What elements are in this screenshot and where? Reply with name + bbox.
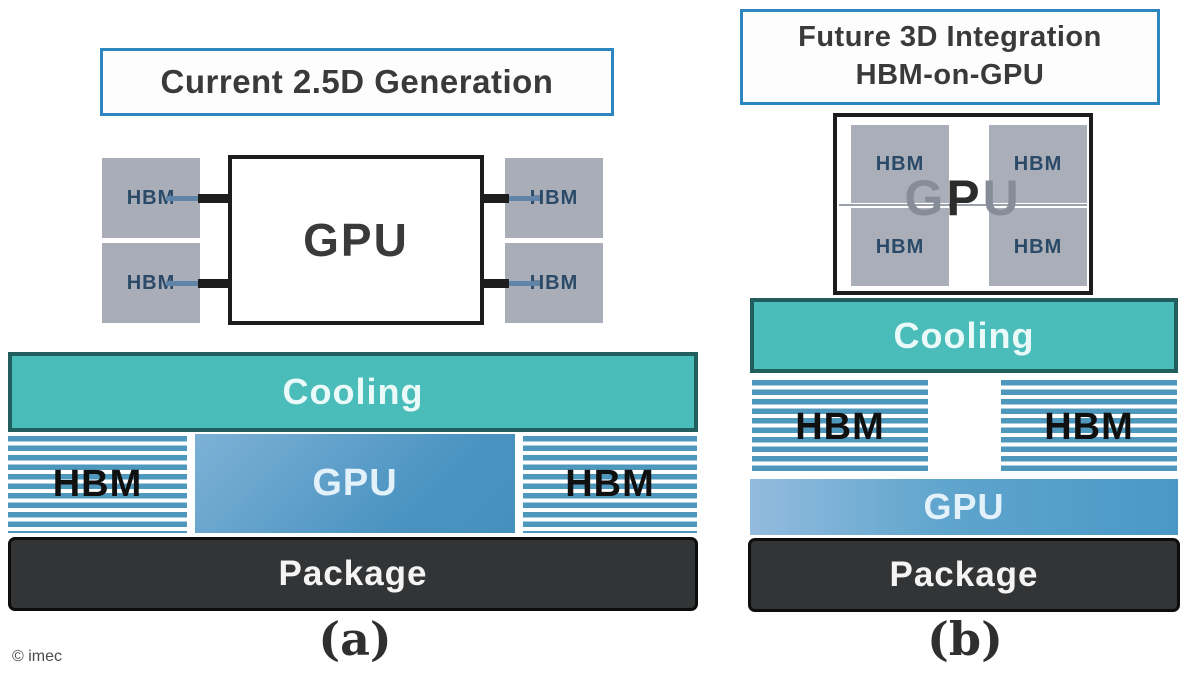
gpu-label: GPU — [303, 214, 409, 266]
hbm-gpu-link-line — [500, 196, 540, 201]
hbm-die-bottom-left-b: HBM — [851, 208, 949, 286]
hbm-label: HBM — [875, 152, 925, 175]
gpu-die-top-view-b: HBM HBM HBM HBM GPU — [833, 113, 1093, 295]
cooling-label: Cooling — [893, 314, 1035, 356]
hbm-label: HBM — [565, 463, 655, 505]
hbm-gpu-link-line — [166, 196, 206, 201]
hbm-die-bottom-left-a: HBM — [102, 243, 200, 323]
gpu-letter-u: U — [982, 170, 1022, 226]
cooling-layer-a: Cooling — [8, 352, 698, 432]
panel-b-title-box: Future 3D Integration HBM-on-GPU — [740, 9, 1160, 105]
hbm-label: HBM — [126, 186, 176, 209]
cooling-layer-b: Cooling — [750, 298, 1178, 373]
package-label: Package — [889, 555, 1039, 594]
hbm-label: HBM — [529, 271, 579, 294]
die-midline — [839, 204, 1087, 206]
hbm-stack-left-b: HBM — [752, 380, 928, 475]
hbm-stack-right-a: HBM — [523, 436, 697, 533]
hbm-label: HBM — [529, 186, 579, 209]
panel-b-title-line2: HBM-on-GPU — [855, 59, 1045, 91]
package-layer-a: Package — [8, 537, 698, 611]
hbm-label: HBM — [1013, 235, 1063, 258]
hbm-gpu-connector — [198, 194, 230, 203]
gpu-label: GPU — [923, 486, 1005, 527]
panel-a-title: Current 2.5D Generation — [160, 63, 554, 100]
gpu-die-top-view-a: GPU — [228, 155, 484, 325]
cooling-label: Cooling — [282, 371, 424, 412]
gpu-letter-g: G — [904, 170, 947, 226]
hbm-label: HBM — [875, 235, 925, 258]
gpu-letter-p: P — [946, 170, 983, 226]
gpu-layer-a: GPU — [195, 434, 515, 533]
hbm-label: HBM — [52, 463, 143, 505]
hbm-gpu-connector — [477, 194, 509, 203]
panel-a-title-box: Current 2.5D Generation — [100, 48, 614, 116]
hbm-gpu-connector — [477, 279, 509, 288]
hbm-label: HBM — [1044, 406, 1134, 448]
hbm-die-top-right-b: HBM — [989, 125, 1087, 203]
hbm-gpu-link-line — [500, 281, 540, 286]
package-layer-b: Package — [748, 538, 1180, 612]
hbm-die-top-left-b: HBM — [851, 125, 949, 203]
caption-b: (b) — [927, 612, 1003, 666]
package-label: Package — [278, 554, 428, 593]
imec-copyright: © imec — [12, 648, 63, 665]
hbm-gpu-link-line — [166, 281, 206, 286]
caption-a: (a) — [318, 612, 392, 666]
hbm-label: HBM — [795, 406, 885, 448]
hbm-stack-right-b: HBM — [1001, 380, 1177, 475]
hbm-stack-left-a: HBM — [8, 436, 187, 533]
hbm-label: HBM — [126, 271, 176, 294]
hbm-label: HBM — [1013, 152, 1063, 175]
hbm-gpu-connector — [198, 279, 230, 288]
gpu-layer-b: GPU — [750, 479, 1178, 535]
gpu-label: GPU — [312, 462, 398, 504]
gpu-label-overlay: GPU — [837, 169, 1089, 227]
panel-b-title-line1: Future 3D Integration — [798, 21, 1102, 54]
hbm-die-bottom-right-b: HBM — [989, 208, 1087, 286]
